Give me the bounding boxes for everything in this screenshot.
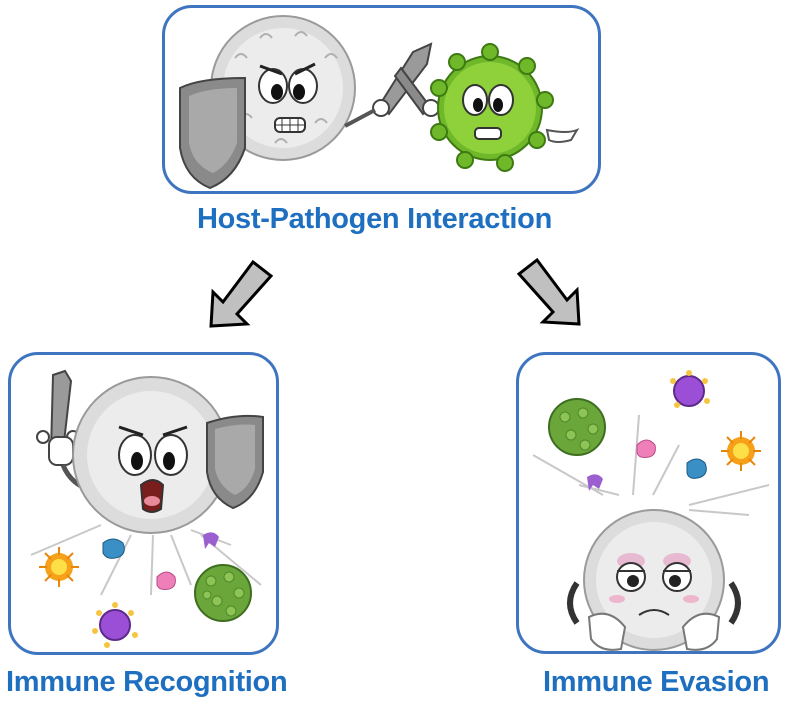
green-virus-icon [430,43,580,172]
arrow-down-right-icon [516,257,581,326]
orange-virus-icon [721,431,761,471]
shield-icon [179,76,246,190]
immune-evasion-panel [516,352,781,654]
orange-virus-icon [39,547,79,587]
host-pathogen-interaction-label: Host-Pathogen Interaction [197,203,553,235]
purple-bacterium-icon [203,532,219,549]
immune-recognition-illustration [30,369,264,648]
blue-bacterium-icon [686,458,707,479]
shield-icon [206,414,264,510]
purple-virus-icon [92,602,138,648]
immune-evasion-label: Immune Evasion [543,666,770,698]
purple-bacterium-icon [587,474,603,491]
white-blood-cell-icon [72,376,230,534]
immune-recognition-label: Immune Recognition [6,666,288,698]
pink-bacterium-icon [636,439,656,458]
immune-recognition-panel [8,352,279,655]
immune-evasion-illustration [532,370,770,651]
sword-icon [344,42,463,130]
green-virus-icon [548,398,606,456]
green-virus-icon [194,564,252,622]
white-blood-cell-icon [210,15,356,161]
pink-bacterium-icon [156,571,176,590]
purple-virus-icon [670,370,710,408]
sad-white-blood-cell-icon [567,509,741,651]
host-pathogen-panel [162,5,601,194]
blue-bacterium-icon [102,538,125,559]
host-pathogen-illustration [179,15,580,190]
arrow-down-left-icon [209,259,274,328]
